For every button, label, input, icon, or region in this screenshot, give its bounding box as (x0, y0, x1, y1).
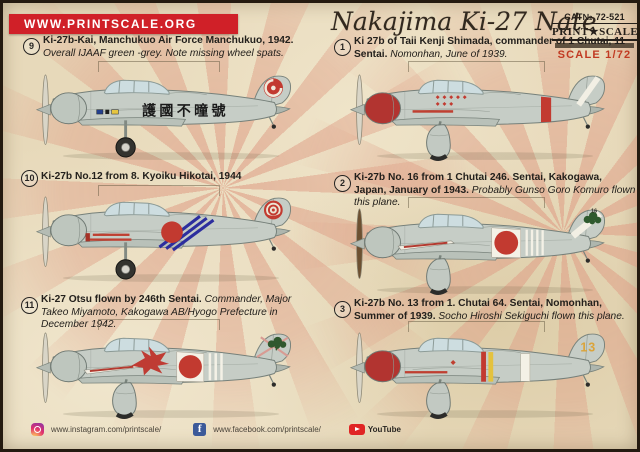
plane-profile-10 (31, 189, 311, 286)
callout-lines (408, 61, 545, 72)
facebook-link[interactable]: www.facebook.com/printscale/ (213, 425, 321, 434)
catalog-number: CAT№ 72-521 (552, 12, 637, 24)
fuselage-hinomaru (494, 230, 519, 255)
tail-swirl-emblem (263, 78, 283, 98)
caption-italic: Socho Hiroshi Sekiguchi flown this plane… (438, 310, 625, 322)
plane-profile-11 (31, 325, 311, 422)
social-links-footer: www.instagram.com/printscale/ www.facebo… (31, 423, 401, 436)
plane-profile-2: 16 (345, 201, 625, 298)
caption-italic: Overall IJAAF green -grey. Note missing … (43, 47, 284, 59)
victory-star-markings (435, 95, 467, 106)
red-eagle-emblem (131, 346, 170, 376)
entry-caption-3: Ki-27b No. 13 from 1. Chutai 64. Sentai,… (354, 298, 636, 323)
tail-green-emblem (256, 336, 289, 358)
page-title: Nakajima Ki-27 Nate (331, 7, 597, 36)
caption-bold: Ki 27b of Taii Kenji Shimada, commander … (354, 36, 625, 60)
entry-number-2: 2 (334, 175, 351, 192)
callout-lines (408, 321, 545, 332)
entry-number-3: 3 (334, 301, 351, 318)
entry-number-9: 9 (23, 38, 40, 55)
white-fuselage-band (520, 353, 531, 382)
entry-number-11: 11 (21, 297, 38, 314)
tail-green-emblem: 16 (570, 208, 603, 239)
entry-caption-9: Ki-27b-Kai, Manchukuo Air Force Manchuku… (43, 35, 311, 60)
yellow-fuselage-stripe (488, 352, 494, 382)
website-banner[interactable]: WWW.PRINTSCALE.ORG (9, 14, 238, 34)
caption-bold: Ki-27 Otsu flown by 246th Sentai. (41, 294, 202, 305)
tail-bullseye-emblem (263, 200, 283, 220)
brand-block: CAT№ 72-521 PRINT★SCALE Scale 1/72 (552, 12, 637, 61)
entry-caption-1: Ki 27b of Taii Kenji Shimada, commander … (354, 36, 632, 61)
caption-bold: Ki-27b No.12 from 8. Kyoiku Hikotai, 194… (41, 171, 242, 182)
callout-lines (408, 197, 545, 208)
callout-lines (98, 319, 220, 330)
fuselage-hinomaru (178, 355, 202, 379)
entry-caption-11: Ki-27 Otsu flown by 246th Sentai. Comman… (41, 294, 317, 332)
brand-url-bar (555, 42, 634, 48)
fuselage-kanji-text: 護國不曈號 (142, 103, 229, 119)
caption-bold: Ki-27b No. 13 from 1. Chutai 64. Sentai,… (354, 298, 602, 322)
youtube-icon[interactable] (348, 424, 365, 435)
tail-white-stripe (576, 76, 601, 107)
instagram-link[interactable]: www.instagram.com/printscale/ (51, 425, 162, 434)
fuselage-hinomaru (161, 221, 183, 244)
entry-caption-2: Ki-27b No. 16 from 1 Chutai 246. Sentai,… (354, 172, 636, 210)
fuselage-red-band (541, 96, 552, 123)
scale-label: Scale 1/72 (557, 49, 632, 61)
facebook-icon[interactable] (193, 423, 207, 436)
plane-profile-9: 護國不曈號 (31, 67, 311, 164)
caption-bold: Ki-27b No. 16 from 1 Chutai 246. Sentai,… (354, 172, 602, 196)
caption-italic: Probably Gunso Goro Komuro flown this pl… (354, 184, 636, 209)
instagram-icon[interactable] (31, 423, 44, 436)
caption-italic: Nomonhan, June of 1939. (390, 48, 508, 60)
entry-number-10: 10 (21, 170, 38, 187)
red-fuselage-stripe (481, 351, 486, 382)
caption-italic: Commander, Major Takeo Miyamoto, Kakogaw… (41, 294, 292, 331)
entry-caption-10: Ki-27b No.12 from 8. Kyoiku Hikotai, 194… (41, 171, 311, 184)
entry-number-1: 1 (334, 39, 351, 56)
callout-lines (98, 185, 220, 196)
plane-profile-3: 13 (345, 325, 625, 422)
plane-profile-1 (345, 67, 625, 164)
callout-lines (98, 61, 220, 72)
tail-code-text: 16 (591, 208, 597, 214)
youtube-link[interactable]: YouTube (367, 425, 401, 434)
brand-logo: PRINT★SCALE (552, 24, 637, 41)
caption-bold: Ki-27b-Kai, Manchukuo Air Force Manchuku… (43, 35, 294, 46)
tail-number-text: 13 (580, 340, 596, 354)
